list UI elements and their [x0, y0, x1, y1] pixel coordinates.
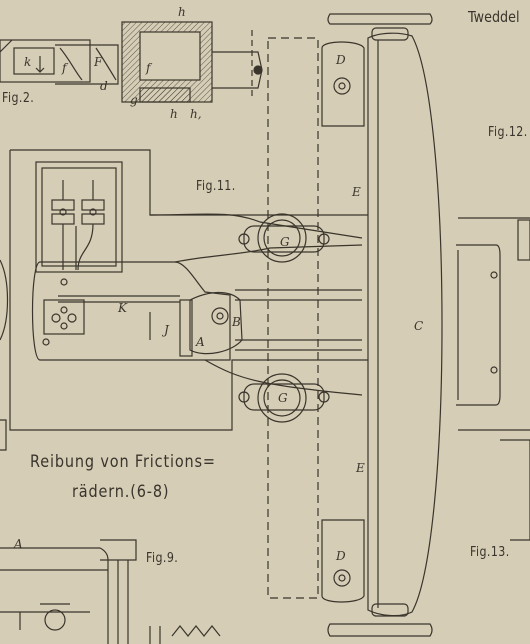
fig11-label: Fig.11. — [196, 179, 236, 194]
fig11-bearings-D — [321, 41, 365, 603]
fig11-letter-E-top: E — [352, 185, 361, 199]
caption-line-1: Reibung von Frictions= — [30, 452, 216, 472]
fig11-wheels — [238, 213, 330, 423]
fig11-letter-G-bottom: G — [278, 391, 288, 405]
fig11-letter-K: K — [118, 301, 127, 315]
fig2-letter-d: d — [100, 79, 108, 93]
fig2-label: Fig.2. — [2, 91, 35, 106]
fig12-label: Fig.12. — [488, 125, 528, 140]
fig2-letter-g: g — [130, 93, 138, 107]
fig11-letter-B: B — [232, 315, 241, 329]
fig11-disc-C — [327, 13, 443, 637]
fig2-letter-h1: h, — [190, 107, 202, 121]
fig9-drawing — [0, 539, 221, 644]
fig2-letter-f1: f — [62, 61, 67, 75]
fig2-letter-h-bottom: h — [170, 107, 178, 121]
fig13-label: Fig.13. — [470, 545, 510, 560]
fig11-letter-E-bottom: E — [356, 461, 365, 475]
fig9-label: Fig.9. — [146, 551, 179, 566]
fig2-letter-k: k — [24, 55, 32, 69]
fig2-letter-h-top: h — [178, 5, 186, 19]
fig12-13-fragments — [456, 217, 530, 541]
fig11-letter-J: J — [164, 323, 169, 337]
fig11-letter-C: C — [414, 319, 424, 333]
fig11-shaft — [267, 37, 319, 599]
fig9-letter-A: A — [14, 537, 23, 551]
caption-line-2: rädern.(6-8) — [72, 482, 170, 502]
header-cut-title: Tweddel — [468, 8, 520, 26]
fig11-switch-box — [35, 161, 123, 273]
fig11-letter-D-bottom: D — [336, 549, 346, 563]
fig2-letter-F: F — [94, 55, 103, 69]
fig11-letter-D-top: D — [336, 53, 346, 67]
fig11-letter-G-top: G — [280, 235, 290, 249]
fig11-letter-A: A — [196, 335, 205, 349]
fig11-base-outline — [9, 149, 368, 431]
left-edge-fragment — [0, 259, 9, 451]
fig11-mechanism — [31, 213, 363, 396]
fig2-letter-f2: f — [146, 61, 151, 75]
fig2-drawing — [0, 21, 263, 103]
